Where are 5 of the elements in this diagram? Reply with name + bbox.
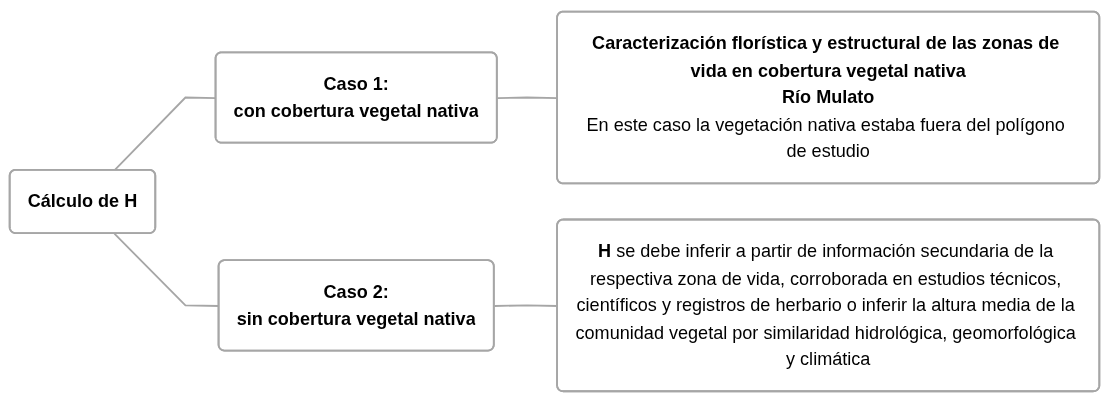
- process-box: H se debe inferir a partir de información secundaria de la respectiva zona de vida, corroborada en estudios técnicos, científicos y registros de herbario o inferir la altura media de la comunidad vegetal por similaridad hidrológica, geomorfológica y climática: [556, 218, 1101, 393]
- process-box: Caso 2: sin cobertura vegetal nativa: [217, 259, 495, 352]
- process-box: Caracterización florística y estructural de las zonas de vida en cobertura vegetal nativa Río Mulato En este caso la vegetación nativa estaba fuera del polígono de estudio: [556, 10, 1101, 185]
- process-box: Caso 1: con cobertura vegetal nativa: [214, 51, 498, 144]
- process-box: Cálculo de H: [8, 168, 157, 235]
